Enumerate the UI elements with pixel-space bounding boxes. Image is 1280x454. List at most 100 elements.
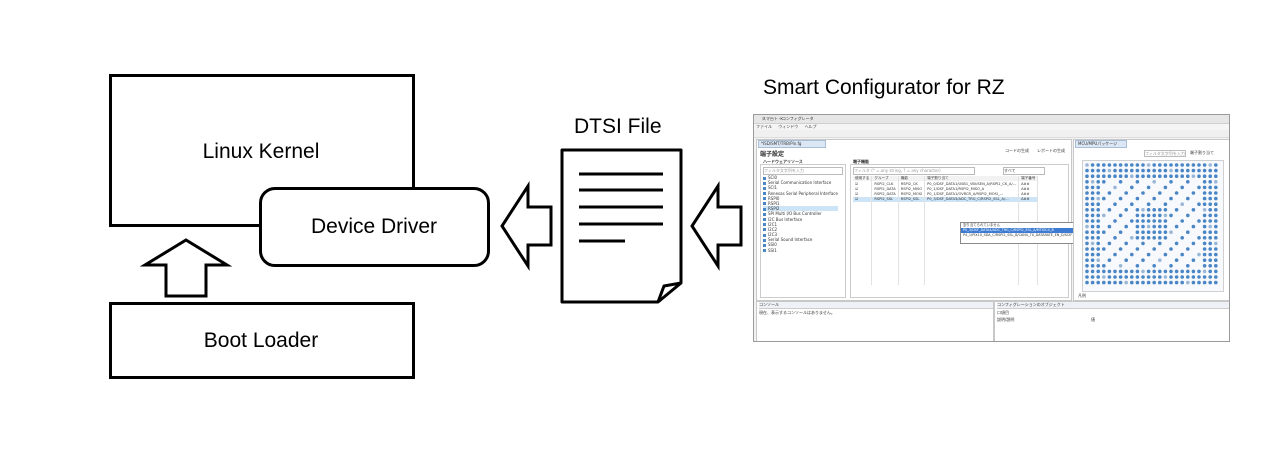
tree-item[interactable]: I2C Bus Interface — [763, 217, 838, 222]
bga-ball — [1090, 224, 1095, 229]
bga-ball — [1152, 236, 1156, 240]
hw-filter-input[interactable]: フィルタ文字列を入力 — [763, 167, 843, 175]
dropdown-option[interactable]: P0_3/DSF_DATA4/ADC_TRG_C/RSPI2_SSL_A/MTI… — [961, 228, 1103, 233]
bga-ball — [1107, 280, 1112, 285]
table-header[interactable]: 端子割り当て — [924, 176, 1020, 182]
tree-item[interactable]: Renesas Serial Peripheral Interface — [763, 191, 838, 196]
bga-ball — [1085, 213, 1089, 218]
bga-ball — [1118, 247, 1123, 251]
package-legend-label[interactable]: 凡例 — [1078, 293, 1086, 298]
bga-ball — [1202, 275, 1207, 279]
tree-item[interactable]: Serial Communication Interface — [763, 180, 838, 185]
tree-item[interactable]: SSI1 — [763, 248, 838, 253]
console-tab[interactable]: コンソール — [759, 302, 993, 309]
package-tab[interactable]: MCU/MPUパッケージ — [1075, 140, 1127, 148]
tree-item-label: I2C1 — [768, 221, 778, 227]
bga-ball — [1158, 258, 1162, 262]
tree-item[interactable]: SCI0 — [763, 175, 838, 180]
dropdown-option[interactable]: 割り当てられていません — [963, 223, 1001, 227]
table-header[interactable]: 機能 — [898, 176, 926, 182]
bga-ball — [1214, 252, 1218, 257]
table-cell-group: RSPI2_DATA — [871, 186, 899, 192]
use-checkbox[interactable]: ☑ — [853, 196, 873, 202]
tree-item[interactable]: SSI0 — [763, 242, 838, 247]
bga-ball — [1152, 213, 1156, 218]
table-header[interactable]: 使用する — [853, 176, 873, 182]
bga-ball — [1214, 202, 1218, 206]
bga-ball — [1118, 163, 1123, 167]
tree-item[interactable]: I2C1 — [763, 222, 838, 227]
bga-package-diagram — [1082, 160, 1224, 292]
menu-file[interactable]: ファイル — [756, 124, 772, 129]
bga-ball — [1158, 241, 1162, 246]
tree-item[interactable]: SCI1 — [763, 185, 838, 190]
bga-ball — [1202, 280, 1207, 285]
use-checkbox[interactable]: ☑ — [853, 191, 873, 197]
use-checkbox[interactable]: ☑ — [853, 186, 873, 192]
dropdown-option[interactable]: P4_1/PIX10_SDA_C/RSPI2_SSL_B/CAN4_TX_DAT… — [963, 233, 1109, 237]
pin-filter-input[interactable]: フィルタ (* = any string, ? = any character) — [853, 167, 975, 175]
use-checkbox[interactable]: ☑ — [853, 181, 873, 187]
package-toolbar-label: 端子割り当て — [1190, 150, 1214, 155]
bga-ball — [1085, 191, 1089, 195]
table-cell-assign[interactable]: P0_1/DSF_DATA1/OVRCR_A/RSPI2_MOSI_... — [924, 191, 1020, 197]
table-header[interactable]: 端子番号 — [1018, 176, 1039, 182]
tree-item[interactable]: RSPI1 — [763, 201, 838, 206]
bga-ball — [1152, 247, 1156, 251]
bga-ball — [1174, 280, 1179, 285]
bga-ball — [1208, 241, 1212, 246]
window-controls-icon[interactable]: –▢✕ — [762, 116, 790, 121]
bga-ball — [1085, 163, 1089, 167]
bga-ball — [1085, 219, 1089, 223]
bga-ball — [1135, 219, 1140, 223]
table-cell-assign[interactable]: P0_1/DSF_DATA1/RSPI2_MISO_A — [924, 186, 1020, 192]
package-tab-label: MCU/MPUパッケージ — [1078, 141, 1118, 146]
generate-report-button[interactable]: レポートの生成 — [1037, 148, 1065, 153]
pin-filter-scope-select[interactable]: すべて — [1003, 167, 1045, 175]
bga-ball — [1118, 269, 1123, 274]
generate-code-button[interactable]: コードの生成 — [1005, 148, 1029, 153]
table-cell-assign[interactable]: P0_0/DSF_DATA1/USB1_VBUSEN_A/RSPI2_CK_A/… — [924, 181, 1020, 187]
bga-ball — [1208, 202, 1212, 206]
bga-ball — [1107, 191, 1112, 195]
bga-ball — [1202, 252, 1207, 257]
bga-ball — [1107, 174, 1112, 178]
tree-item[interactable]: Serial Sound Interface — [763, 237, 838, 242]
bga-ball — [1141, 219, 1145, 223]
table-header[interactable]: グループ — [871, 176, 899, 182]
tree-item[interactable]: I2C2 — [763, 227, 838, 232]
resource-icon — [763, 181, 766, 185]
bga-ball — [1096, 236, 1100, 240]
tree-item[interactable]: RSPI2 — [763, 206, 838, 212]
bga-ball — [1130, 252, 1134, 257]
bga-ball — [1130, 269, 1134, 274]
configuration-tab[interactable]: コンフィグレーションのオブジェクト — [997, 302, 1229, 309]
bga-ball — [1090, 219, 1095, 223]
tree-item[interactable]: I2C3 — [763, 232, 838, 237]
bga-ball — [1096, 174, 1100, 178]
editor-tab[interactable]: *ISD/SMT/TRB/Pin.fg — [758, 140, 826, 148]
configuration-panel: コンフィグレーションのオブジェクト ロ項目 説明/説明 値 — [994, 301, 1229, 341]
tree-item[interactable]: SPI Multi I/O Bus Controller — [763, 211, 838, 216]
menu-help[interactable]: ヘルプ — [804, 124, 817, 129]
bga-ball — [1202, 180, 1207, 184]
bga-ball — [1102, 269, 1106, 274]
tree-item-label: SPI Multi I/O Bus Controller — [768, 211, 822, 217]
bga-ball — [1141, 241, 1145, 246]
console-text: 現在、表示するコンソールはありません。 — [759, 310, 835, 315]
menu-window[interactable]: ウィンドウ — [778, 124, 799, 129]
tree-item[interactable]: RSPI0 — [763, 196, 838, 201]
bga-ball — [1163, 236, 1168, 240]
bga-ball — [1163, 185, 1168, 190]
bga-ball — [1090, 247, 1095, 251]
package-search-input[interactable]: フィルタ文字列を入力 — [1144, 150, 1186, 157]
resource-icon — [763, 249, 766, 253]
resource-icon — [763, 197, 766, 201]
table-cell-assign[interactable]: P0_3/DSF_DATA3/ADC_TRG_C/RSPI2_SSL_A/... — [924, 196, 1020, 202]
bga-ball — [1085, 230, 1089, 234]
